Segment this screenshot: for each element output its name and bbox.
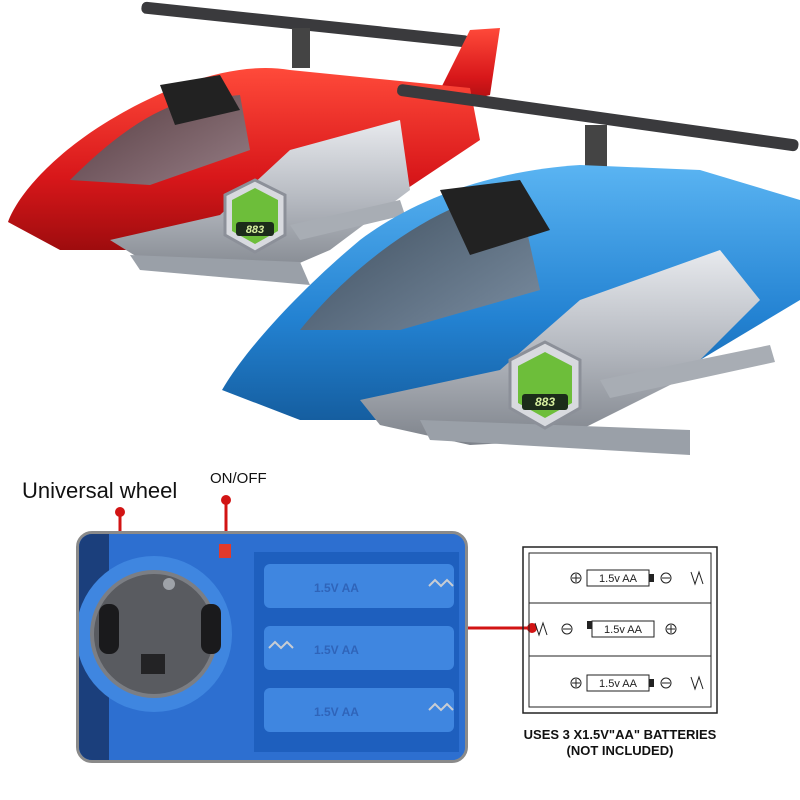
blue-helicopter: 883 [222, 84, 800, 455]
battery-cell-3-label: 1.5v AA [599, 678, 638, 690]
helicopters-photo: 883 883 [8, 1, 800, 455]
battery-slot-1: 1.5v AA [570, 569, 704, 587]
red-helicopter: 883 [8, 1, 500, 285]
battery-diagram: 1.5v AA 1.5v AA 1.5v AA [522, 546, 718, 714]
battery-slot-2: 1.5v AA [534, 620, 677, 638]
battery-slot-3: 1.5v AA [570, 674, 704, 692]
universal-wheel-label: Universal wheel [22, 478, 178, 503]
battery-caption: USES 3 X1.5V"AA" BATTERIES (NOT INCLUDED… [470, 727, 770, 759]
battery-caption-line2: (NOT INCLUDED) [566, 743, 674, 758]
battery-cell-1-label: 1.5v AA [599, 573, 638, 585]
photo-cell-3: 1.5V AA [314, 705, 359, 719]
battery-cell-2-label: 1.5v AA [604, 624, 643, 636]
on-off-label: ON/OFF [210, 470, 267, 487]
blue-badge-number: 883 [535, 395, 555, 409]
battery-compartment-photo: 1.5V AA 1.5V AA 1.5V AA [76, 531, 468, 763]
photo-cell-2: 1.5V AA [314, 643, 359, 657]
battery-caption-line1: USES 3 X1.5V"AA" BATTERIES [523, 727, 717, 742]
red-badge-number: 883 [246, 224, 264, 236]
photo-cell-1: 1.5V AA [314, 581, 359, 595]
